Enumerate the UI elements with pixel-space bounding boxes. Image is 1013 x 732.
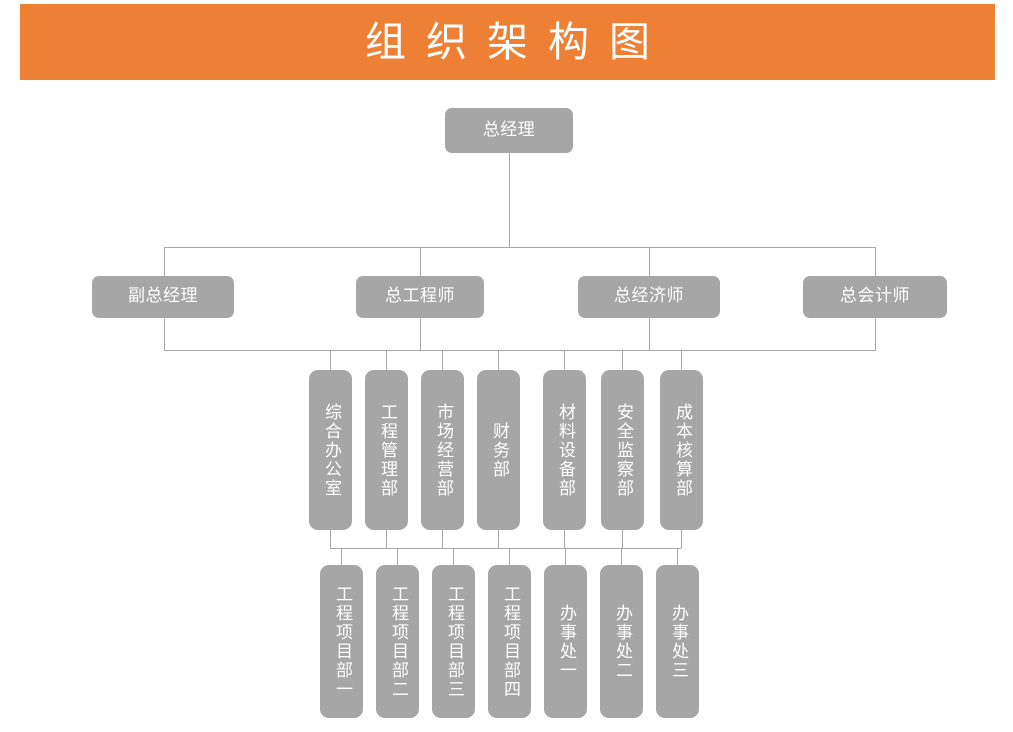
node-branch-office-1[interactable]: 办事处一 bbox=[544, 565, 587, 718]
connector-chief-economist-down bbox=[649, 318, 650, 350]
connector-to-dept-material bbox=[564, 350, 565, 370]
node-label: 工程项目部三 bbox=[444, 584, 464, 699]
title-banner: 组织架构图 bbox=[20, 4, 995, 80]
connector-level2-bus bbox=[164, 247, 876, 248]
page-title: 组织架构图 bbox=[365, 17, 670, 66]
connector-to-dept-safety bbox=[622, 350, 623, 370]
connector-dept-eng-mgmt-down bbox=[386, 530, 387, 548]
connector-chief-engineer-down bbox=[420, 318, 421, 350]
node-dept-admin-office[interactable]: 综合办公室 bbox=[309, 370, 352, 530]
node-project-dept-1[interactable]: 工程项目部一 bbox=[320, 565, 363, 718]
node-project-dept-3[interactable]: 工程项目部三 bbox=[432, 565, 475, 718]
connector-deputy-gm-down bbox=[164, 318, 165, 350]
connector-to-chief-economist bbox=[649, 247, 650, 276]
node-chief-economist[interactable]: 总经济师 bbox=[578, 276, 720, 318]
connector-to-dept-admin bbox=[330, 350, 331, 370]
connector-to-proj2 bbox=[397, 548, 398, 565]
connector-to-deputy-gm bbox=[164, 247, 165, 276]
node-chief-engineer[interactable]: 总工程师 bbox=[356, 276, 484, 318]
node-dept-cost-accounting[interactable]: 成本核算部 bbox=[660, 370, 703, 530]
node-label: 综合办公室 bbox=[321, 402, 341, 498]
node-dept-market-operations[interactable]: 市场经营部 bbox=[421, 370, 464, 530]
connector-to-dept-finance bbox=[498, 350, 499, 370]
node-label: 总经济师 bbox=[614, 286, 684, 307]
node-deputy-general-manager[interactable]: 副总经理 bbox=[92, 276, 234, 318]
node-label: 成本核算部 bbox=[672, 402, 692, 498]
node-label: 办事处一 bbox=[556, 603, 576, 680]
node-dept-safety-supervision[interactable]: 安全监察部 bbox=[601, 370, 644, 530]
connector-level3-bus bbox=[164, 350, 876, 351]
node-label: 工程管理部 bbox=[377, 402, 397, 498]
node-label: 市场经营部 bbox=[433, 402, 453, 498]
node-branch-office-3[interactable]: 办事处三 bbox=[656, 565, 699, 718]
connector-dept-safety-down bbox=[622, 530, 623, 548]
connector-to-proj4 bbox=[509, 548, 510, 565]
node-dept-finance[interactable]: 财务部 bbox=[477, 370, 520, 530]
connector-dept-material-down bbox=[564, 530, 565, 548]
node-branch-office-2[interactable]: 办事处二 bbox=[600, 565, 643, 718]
connector-to-chief-engineer bbox=[420, 247, 421, 276]
node-chief-accountant[interactable]: 总会计师 bbox=[803, 276, 947, 318]
node-label: 安全监察部 bbox=[613, 402, 633, 498]
connector-to-dept-eng-mgmt bbox=[386, 350, 387, 370]
connector-level4-bus bbox=[330, 548, 681, 549]
node-label: 工程项目部二 bbox=[388, 584, 408, 699]
connector-to-office3 bbox=[677, 548, 678, 565]
node-label: 材料设备部 bbox=[555, 402, 575, 498]
node-label: 工程项目部四 bbox=[500, 584, 520, 699]
node-dept-engineering-management[interactable]: 工程管理部 bbox=[365, 370, 408, 530]
connector-to-dept-cost bbox=[681, 350, 682, 370]
connector-dept-market-down bbox=[442, 530, 443, 548]
connector-to-office1 bbox=[565, 548, 566, 565]
node-dept-material-equipment[interactable]: 材料设备部 bbox=[543, 370, 586, 530]
node-general-manager[interactable]: 总经理 bbox=[445, 108, 573, 153]
connector-gm-down bbox=[509, 153, 510, 247]
connector-chief-accountant-down bbox=[875, 318, 876, 350]
connector-dept-finance-down bbox=[498, 530, 499, 548]
node-project-dept-2[interactable]: 工程项目部二 bbox=[376, 565, 419, 718]
node-project-dept-4[interactable]: 工程项目部四 bbox=[488, 565, 531, 718]
connector-to-office2 bbox=[621, 548, 622, 565]
node-label: 副总经理 bbox=[128, 286, 198, 307]
node-label: 总会计师 bbox=[840, 286, 910, 307]
node-label: 办事处三 bbox=[668, 603, 688, 680]
connector-to-proj1 bbox=[341, 548, 342, 565]
node-label: 财务部 bbox=[489, 421, 509, 479]
connector-to-chief-accountant bbox=[875, 247, 876, 276]
node-label: 办事处二 bbox=[612, 603, 632, 680]
connector-dept-cost-down bbox=[681, 530, 682, 548]
node-label: 工程项目部一 bbox=[332, 584, 352, 699]
node-label: 总经理 bbox=[482, 119, 536, 140]
connector-to-proj3 bbox=[453, 548, 454, 565]
node-label: 总工程师 bbox=[385, 286, 455, 307]
connector-dept-admin-down bbox=[330, 530, 331, 548]
connector-to-dept-market bbox=[442, 350, 443, 370]
